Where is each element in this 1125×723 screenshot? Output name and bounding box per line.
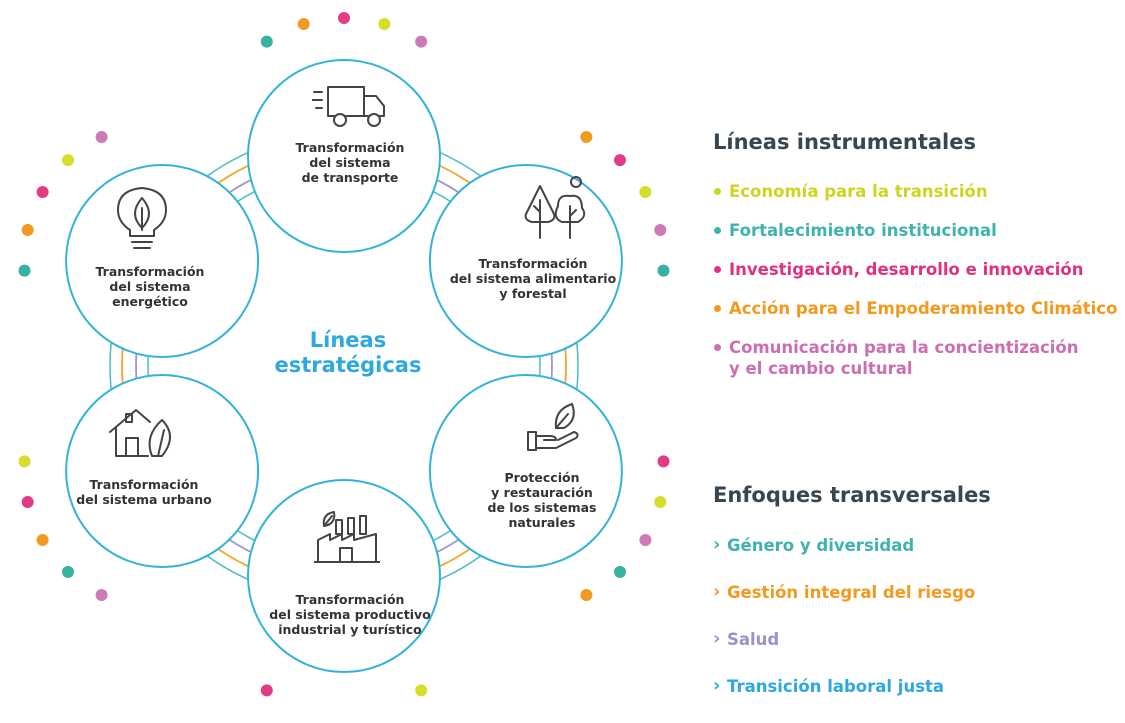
lineas-instrumentales-heading: Líneas instrumentales xyxy=(713,130,976,154)
decorative-dot xyxy=(36,534,49,546)
decorative-dot xyxy=(654,496,667,508)
decorative-dot xyxy=(614,154,626,167)
decorative-dot xyxy=(62,565,74,578)
decorative-dot xyxy=(654,224,667,236)
node-label-energetico: Transformación del sistema energético xyxy=(95,264,205,309)
decorative-dot xyxy=(657,264,670,277)
decorative-dots xyxy=(18,12,670,697)
center-title: Líneas estratégicas xyxy=(274,328,422,377)
node-circle-urbano xyxy=(65,374,260,568)
node-label-alimentario: Transformación del sistema alimentario y… xyxy=(449,256,617,301)
node-circle-productivo xyxy=(247,479,441,673)
list-item: Transición laboral justa xyxy=(713,675,975,697)
decorative-dot xyxy=(95,589,108,601)
list-item: Economía para la transición xyxy=(713,181,1117,202)
node-circles xyxy=(65,59,623,673)
list-item: Investigación, desarrollo e innovación xyxy=(713,259,1117,280)
truck-icon xyxy=(311,84,388,134)
decorative-dot xyxy=(580,589,593,601)
list-item: Género y diversidad xyxy=(713,534,975,556)
enfoques-transversales-heading: Enfoques transversales xyxy=(713,483,991,507)
decorative-dot xyxy=(18,264,31,277)
lightbulb-leaf-icon xyxy=(116,186,168,256)
decorative-dot xyxy=(614,565,626,578)
decorative-dot xyxy=(260,35,273,48)
decorative-dot xyxy=(36,186,49,198)
decorative-dot xyxy=(21,496,34,508)
decorative-dot xyxy=(95,131,108,143)
node-label-urbano: Transformación del sistema urbano xyxy=(76,477,212,507)
decorative-dot xyxy=(378,18,391,30)
factory-icon xyxy=(313,510,381,570)
node-label-transporte: Transformación del sistema de transporte xyxy=(295,140,405,185)
strategic-lines-diagram xyxy=(18,12,670,697)
decorative-dot xyxy=(657,455,670,468)
decorative-dot xyxy=(639,186,652,198)
trees-icon xyxy=(520,176,590,246)
node-label-naturales: Protección y restauración de los sistema… xyxy=(487,470,597,530)
node-label-productivo: Transformación del sistema productivo in… xyxy=(269,592,431,637)
list-item: Salud xyxy=(713,628,975,650)
lineas-instrumentales-list: Economía para la transición Fortalecimie… xyxy=(713,181,1117,397)
decorative-dot xyxy=(21,224,34,236)
decorative-dot xyxy=(62,154,74,167)
node-circle-naturales xyxy=(428,374,623,568)
decorative-dot xyxy=(415,35,428,48)
hand-leaf-icon xyxy=(526,400,586,458)
node-circle-energetico xyxy=(65,164,260,358)
decorative-dot xyxy=(338,12,350,24)
decorative-dot xyxy=(580,131,593,143)
decorative-dot xyxy=(639,534,652,546)
decorative-dot xyxy=(297,18,310,30)
list-item: Fortalecimiento institucional xyxy=(713,220,1117,241)
decorative-dot xyxy=(415,684,428,697)
decorative-dot xyxy=(18,455,31,468)
list-item: Gestión integral del riesgo xyxy=(713,581,975,603)
list-item: Acción para el Empoderamiento Climático xyxy=(713,298,1117,319)
decorative-dot xyxy=(260,684,273,697)
enfoques-transversales-list: Género y diversidad Gestión integral del… xyxy=(713,534,975,723)
node-circle-transporte xyxy=(247,59,441,253)
list-item: Comunicación para la concientización y e… xyxy=(713,337,1117,379)
house-leaf-icon xyxy=(108,406,182,462)
